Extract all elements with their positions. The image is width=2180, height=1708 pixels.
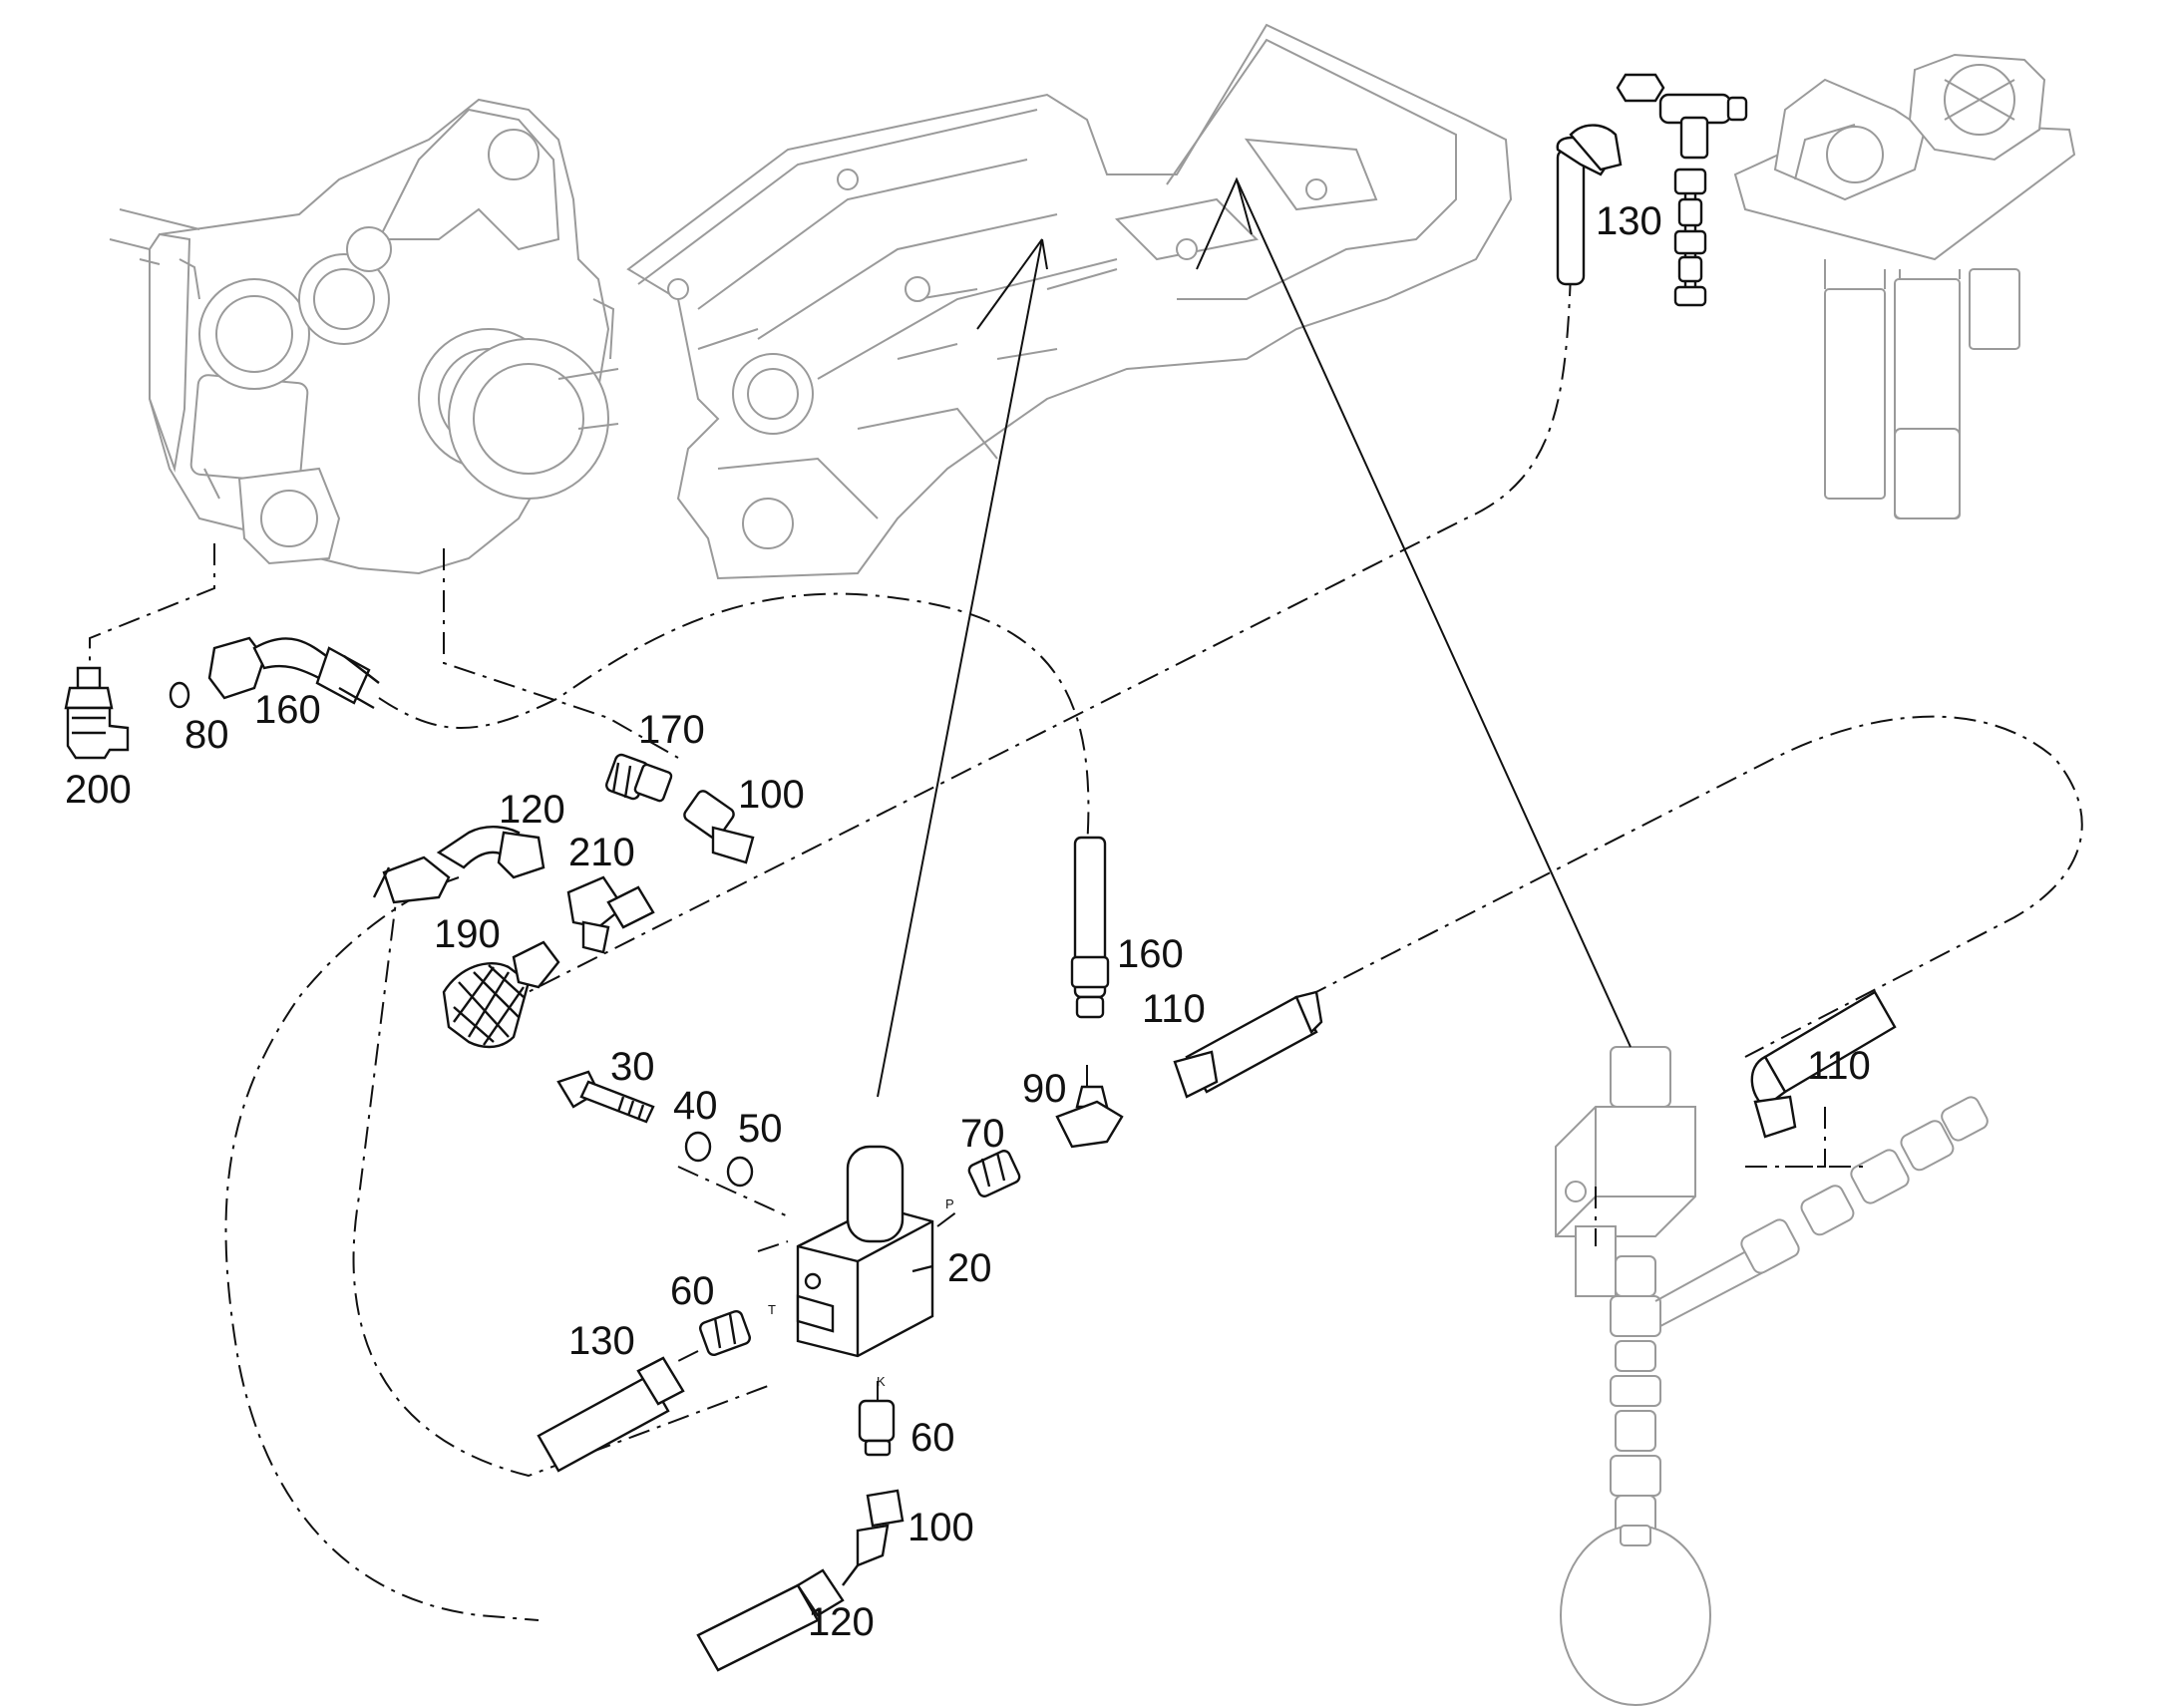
- washer-40: [684, 1131, 712, 1163]
- part-label-50: 50: [738, 1107, 783, 1151]
- part-label-110-right: 110: [1807, 1044, 1871, 1088]
- bolt-30: [556, 1070, 655, 1124]
- part-label-120-upper: 120: [499, 788, 565, 832]
- part-label-20: 20: [947, 1246, 992, 1290]
- part-label-160-vertical: 160: [1117, 932, 1184, 976]
- part-label-60-left: 60: [670, 1269, 715, 1313]
- valve-block-20: [796, 1145, 934, 1358]
- fitting-60-left: [699, 1309, 751, 1357]
- part-label-200: 200: [65, 768, 132, 812]
- part-label-210: 210: [568, 831, 635, 874]
- port-label-p: P: [945, 1196, 954, 1211]
- part-label-170: 170: [638, 708, 705, 752]
- port-label-t: T: [768, 1302, 776, 1317]
- part-label-60-bottom: 60: [910, 1416, 955, 1460]
- fitting-170: [605, 753, 673, 803]
- part-label-120-lower: 120: [808, 1600, 875, 1644]
- tee-210: [566, 875, 655, 954]
- part-label-130-upper: 130: [1596, 199, 1662, 243]
- hose-110-middle: [1173, 990, 1323, 1099]
- fitting-200: [64, 666, 130, 760]
- part-label-160-upper: 160: [254, 688, 321, 732]
- filter-valve-assembly-illustration: [1733, 53, 2076, 519]
- fitting-60-bottom: [858, 1399, 896, 1457]
- hose-120-upper: [372, 826, 545, 904]
- hose-160-vertical: [1070, 836, 1110, 1019]
- accumulator-assembly-illustration: [1555, 1046, 1989, 1706]
- part-label-40: 40: [673, 1084, 718, 1128]
- hose-120-lower: [696, 1564, 859, 1672]
- elbow-100-upper: [683, 790, 755, 864]
- part-label-100-upper: 100: [738, 773, 805, 817]
- part-label-110-middle: 110: [1142, 987, 1206, 1031]
- part-label-100-lower: 100: [908, 1506, 974, 1549]
- part-label-90: 90: [1022, 1067, 1067, 1111]
- seal-ring-80: [169, 681, 190, 709]
- leader-lines: [877, 176, 1632, 1098]
- part-label-70: 70: [960, 1112, 1005, 1156]
- hose-110-right: [1750, 990, 1897, 1139]
- port-label-k: K: [877, 1374, 886, 1389]
- hose-130-lower: [537, 1356, 685, 1473]
- transmission-assembly-illustration: [109, 98, 619, 575]
- chassis-frame-illustration: [626, 23, 1513, 580]
- filter-fitting-chain: [1616, 73, 1748, 307]
- fitting-70: [967, 1150, 1021, 1197]
- elbow-100-lower: [856, 1489, 905, 1567]
- washer-50: [726, 1156, 754, 1188]
- part-label-130-lower: 130: [568, 1319, 635, 1363]
- elbow-90: [1055, 1085, 1124, 1149]
- hose-160-upper: [207, 636, 380, 710]
- hose-130-upper: [1556, 124, 1623, 286]
- strainer-190: [442, 940, 560, 1049]
- part-label-30: 30: [610, 1045, 655, 1089]
- hose-routing-lines: [89, 273, 2083, 1621]
- part-label-80: 80: [184, 713, 229, 757]
- part-label-190: 190: [434, 912, 501, 956]
